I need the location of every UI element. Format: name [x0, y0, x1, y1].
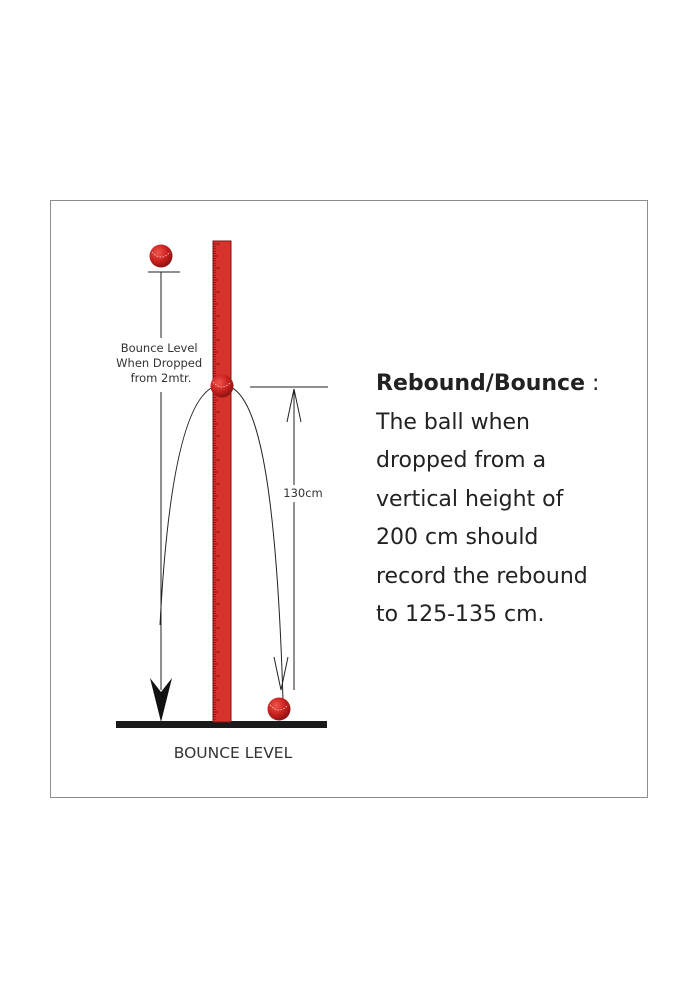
description-line-5: record the rebound — [376, 563, 588, 589]
drop-label: Bounce Level When Dropped from 2mtr. — [116, 341, 206, 385]
drop-label-line-2: When Dropped — [116, 356, 202, 370]
rebound-arrow-up — [286, 388, 302, 423]
description-heading: Rebound/Bounce — [376, 371, 585, 396]
description-separator: : — [585, 371, 600, 396]
ground-bar — [116, 721, 327, 728]
rebound-description: Rebound/Bounce : The ball when dropped f… — [376, 365, 636, 635]
description-line-1: The ball when — [376, 409, 530, 435]
ground-label: BOUNCE LEVEL — [174, 744, 293, 762]
description-line-3: vertical height of — [376, 486, 564, 512]
rebound-label: 130cm — [283, 486, 322, 500]
drop-label-line-3: from 2mtr. — [131, 371, 192, 385]
drop-label-line-1: Bounce Level — [121, 341, 198, 355]
measuring-ruler — [212, 240, 232, 723]
description-line-4: 200 cm should — [376, 525, 539, 550]
drop-arrowhead — [150, 678, 172, 722]
diagram-frame — [50, 200, 648, 798]
description-heading-line: Rebound/Bounce : — [376, 365, 636, 404]
description-line-6: to 125-135 cm. — [376, 602, 545, 627]
description-line-2: dropped from a — [376, 448, 547, 473]
ball-drop-start — [149, 244, 173, 268]
ball-ground — [267, 697, 291, 721]
ball-rebound-peak — [210, 374, 234, 398]
ruler-ticks — [213, 243, 220, 720]
rebound-arrow-down — [273, 656, 289, 691]
